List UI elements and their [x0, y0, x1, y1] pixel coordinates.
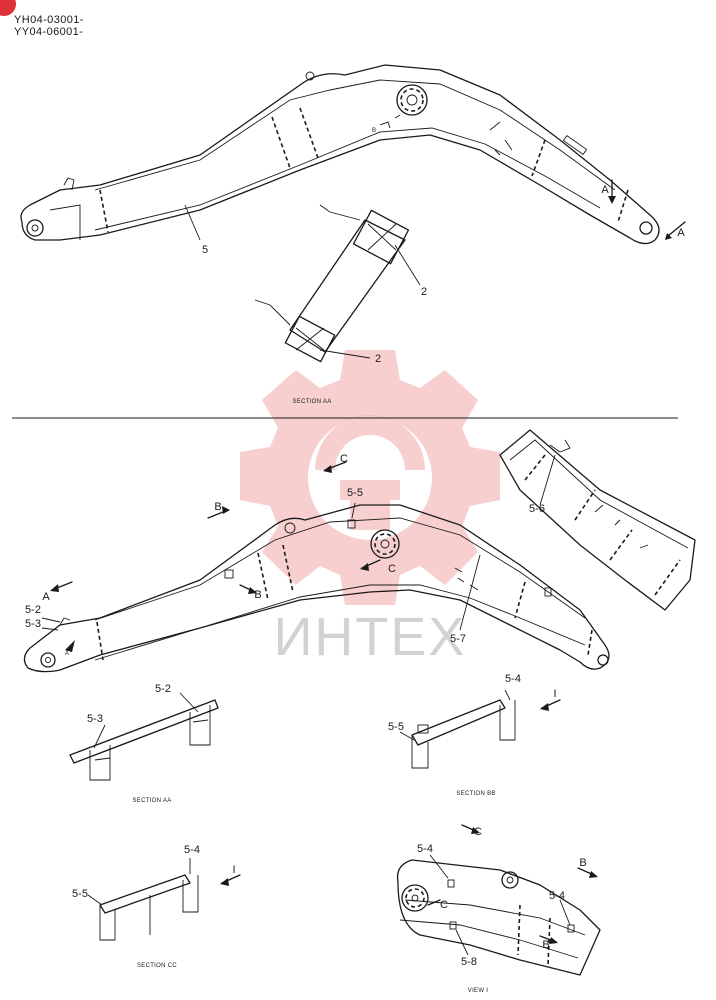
section-cc-caption: SECTION CC: [137, 963, 177, 969]
section-arrow-a-right: A: [677, 227, 685, 239]
serial-range-1: YH04-03001-: [14, 14, 84, 26]
callout-5-5: 5-5: [347, 487, 363, 499]
callout-5-4-view-right: 5-4: [549, 890, 565, 902]
callout-5-4-view-left: 5-4: [417, 843, 433, 855]
callout-5-5-cc: 5-5: [72, 888, 88, 900]
callout-5-3-section: 5-3: [87, 713, 103, 725]
boom-detail-perspective: [499, 429, 696, 611]
view-i-drawing: [396, 824, 601, 976]
arrow-b-mid-label: B: [254, 589, 261, 601]
section-aa-top-drawing: [254, 204, 421, 363]
arrow-c-view-mid: C: [440, 899, 448, 911]
arrow-b-top-label: B: [214, 501, 221, 513]
callout-2-upper: 2: [421, 286, 427, 298]
callout-5-8: 5-8: [461, 956, 477, 968]
callout-2-lower: 2: [375, 353, 381, 365]
arrow-a-small-label: A: [65, 651, 69, 657]
section-bb-caption: SECTION BB: [456, 791, 495, 797]
arrow-a-label: A: [42, 591, 50, 603]
callout-5-3: 5-3: [25, 618, 41, 630]
section-aa-bottom-caption: SECTION AA: [132, 798, 171, 804]
arrow-c-view-top: C: [474, 826, 482, 838]
boom-top-view: [20, 64, 686, 245]
arrow-i-bb: I: [553, 688, 556, 700]
arrow-c-mid-label: C: [388, 563, 396, 575]
section-aa-bottom-drawing: [69, 692, 219, 781]
section-cc-drawing: [87, 858, 241, 941]
arrow-i-cc: I: [232, 864, 235, 876]
boom-bottom-view: [23, 461, 610, 673]
callout-5-4-bb: 5-4: [505, 673, 521, 685]
callout-5-2-section: 5-2: [155, 683, 171, 695]
arrow-b-view-right: B: [579, 857, 586, 869]
section-aa-top-caption: SECTION AA: [292, 399, 331, 405]
watermark-gear-logo: [240, 350, 500, 605]
callout-5: 5: [202, 244, 208, 256]
callout-5-4-cc: 5-4: [184, 844, 200, 856]
view-i-caption: VIEW I: [468, 988, 489, 994]
callout-5-5-bb: 5-5: [388, 721, 404, 733]
page-corner-badge: [0, 0, 16, 16]
arrow-c-top-label: C: [340, 453, 348, 465]
section-arrow-a-upper: A: [601, 184, 609, 196]
watermark-text: ИНТЕХ: [274, 607, 467, 667]
callout-5-6: 5-6: [529, 503, 545, 515]
callout-5-7: 5-7: [450, 633, 466, 645]
callout-5-2: 5-2: [25, 604, 41, 616]
serial-range-2: YY04-06001-: [14, 26, 84, 38]
arrow-b-view-low: B: [542, 939, 549, 951]
mark-b-small: B: [372, 128, 376, 134]
section-bb-drawing: [399, 689, 561, 769]
